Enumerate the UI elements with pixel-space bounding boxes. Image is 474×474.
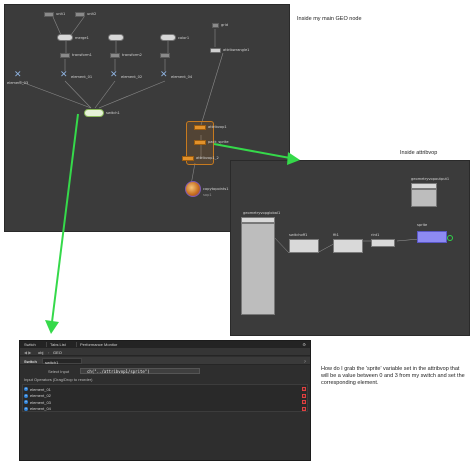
operator-name: switch1: [45, 359, 59, 365]
switch-label: switch1: [106, 111, 120, 115]
operator-name-field[interactable]: switch1: [42, 358, 82, 365]
element-03-label: element_03: [7, 81, 29, 85]
element-03-icon[interactable]: ✕: [14, 70, 22, 80]
rint-node[interactable]: [371, 239, 395, 247]
pack-sprite-node[interactable]: [194, 140, 206, 145]
attribvop-network-panel[interactable]: geometryvopglobal1 geometryvopoutput1 sw…: [230, 160, 470, 336]
attribvop-node[interactable]: [194, 125, 206, 130]
select-input-row: Select Input ch("../attribvop1/sprite"): [20, 367, 310, 375]
add-icon[interactable]: +: [24, 406, 28, 411]
attribvop2-label: attribvop1_2: [196, 156, 219, 160]
operator-header: Switch switch1 ?: [20, 357, 310, 365]
input-name: element_01: [30, 386, 51, 392]
operator-type: Switch: [24, 359, 37, 364]
switchoff-node[interactable]: [289, 239, 319, 253]
attribvop-label: attribvop1: [208, 125, 227, 129]
element-02-icon[interactable]: ✕: [110, 70, 118, 80]
geo-caption: Inside my main GEO node: [297, 16, 362, 22]
fit-node[interactable]: [333, 239, 363, 253]
parameter-panel[interactable]: Switch Tabs List Performance Monitor ⚙ ◀…: [19, 340, 311, 461]
element-01-icon[interactable]: ✕: [60, 70, 68, 80]
vop-caption: Inside attribvop: [400, 150, 438, 156]
add-icon[interactable]: +: [24, 400, 28, 404]
geo-out-label: geometryvopoutput1: [411, 177, 450, 181]
attribwrangle-label: attribwrangle1: [223, 48, 250, 52]
transform3-node[interactable]: [160, 53, 170, 58]
network-wires: [18, 16, 224, 186]
input-operators-list[interactable]: + element_01 x + element_02 x + element_…: [22, 384, 308, 412]
unit1-label: unit1: [56, 12, 66, 16]
path-geo[interactable]: GEO: [53, 349, 62, 355]
input-row[interactable]: + element_04 x: [23, 406, 307, 412]
attribvop2-node[interactable]: [182, 156, 194, 161]
add-icon[interactable]: +: [24, 387, 28, 391]
question-caption: How do I grab the 'sprite' variable set …: [321, 366, 465, 386]
select-input-label: Select Input: [48, 369, 70, 374]
input-operators-header: Input Operators (Drag/Drop to reorder): [24, 377, 93, 382]
transform1-label: transform1: [72, 53, 92, 57]
tab-switch[interactable]: Switch: [24, 342, 36, 348]
bind-label: sprite: [417, 223, 428, 227]
grid-label: grid: [221, 23, 229, 27]
element-01-label: element_01: [71, 75, 93, 79]
element-02-label: element_02: [121, 75, 143, 79]
fit-label: fit1: [333, 233, 339, 237]
remove-icon[interactable]: x: [302, 393, 306, 398]
geo-global-label: geometryvopglobal1: [243, 211, 281, 215]
cloud-node-2[interactable]: [108, 34, 124, 41]
pack-sprite-label: pack_sprite: [208, 140, 229, 144]
input-row[interactable]: + element_03 x: [23, 399, 307, 405]
tab-performance-monitor[interactable]: Performance Monitor: [80, 342, 118, 348]
select-input-field[interactable]: ch("../attribvop1/sprite"): [80, 368, 200, 374]
remove-icon[interactable]: x: [302, 400, 306, 404]
help-icon[interactable]: ?: [303, 358, 306, 364]
cloud-node-3[interactable]: [160, 34, 176, 41]
remove-icon[interactable]: x: [302, 387, 306, 391]
unit1-node[interactable]: [44, 12, 54, 17]
input-row[interactable]: + element_01 x: [23, 386, 307, 392]
switchoff-label: switchoff1: [289, 233, 308, 237]
copy-sub-label: sop1: [203, 193, 212, 197]
attribwrangle-node[interactable]: [210, 48, 221, 53]
tab-divider: [46, 342, 47, 347]
unit2-label: unit2: [87, 12, 97, 16]
geo-out-header[interactable]: [411, 183, 437, 189]
switch-node[interactable]: [84, 109, 104, 117]
geo-out-node[interactable]: [411, 189, 437, 207]
input-row[interactable]: + element_02 x: [23, 393, 307, 399]
geo-global-node[interactable]: [241, 223, 275, 315]
pane-tab-bar: Switch Tabs List Performance Monitor ⚙: [20, 341, 310, 348]
input-name: element_02: [30, 393, 51, 399]
path-obj[interactable]: obj: [38, 349, 44, 355]
tab-tabs-list[interactable]: Tabs List: [50, 342, 66, 348]
copytopoints-icon[interactable]: [185, 181, 201, 197]
transform1-node[interactable]: [60, 53, 70, 58]
copytopoints-label: copytopoints1: [203, 187, 229, 191]
merge-cloud-node[interactable]: [57, 34, 73, 41]
element-04-label: element_04: [171, 75, 193, 79]
add-icon[interactable]: +: [24, 393, 28, 398]
remove-icon[interactable]: x: [302, 406, 306, 411]
merge-label: merge1: [75, 36, 89, 40]
back-arrow-icon[interactable]: ◀ ▶: [24, 349, 32, 355]
transform2-label: transform2: [122, 53, 142, 57]
transform2-node[interactable]: [110, 53, 120, 58]
pane-menu-icon[interactable]: ⚙: [302, 342, 306, 347]
bind-output-connector[interactable]: [447, 235, 453, 241]
rint-label: rint1: [371, 233, 380, 237]
color-label: color1: [178, 36, 190, 40]
path-separator: ›: [48, 349, 50, 355]
geo-network-panel[interactable]: unit1 unit2 grid merge1 color1 attribwra…: [4, 4, 290, 232]
path-bar: ◀ ▶ obj › GEO: [20, 348, 310, 356]
unit2-node[interactable]: [75, 12, 85, 17]
input-name: element_03: [30, 399, 51, 405]
element-04-icon[interactable]: ✕: [160, 70, 168, 80]
bind-export-node[interactable]: [417, 231, 447, 243]
input-name: element_04: [30, 406, 51, 412]
geo-global-header[interactable]: [241, 217, 275, 223]
grid-node[interactable]: [212, 23, 219, 28]
select-input-value: ch("../attribvop1/sprite"): [87, 369, 150, 375]
tab-divider-2: [76, 342, 77, 347]
